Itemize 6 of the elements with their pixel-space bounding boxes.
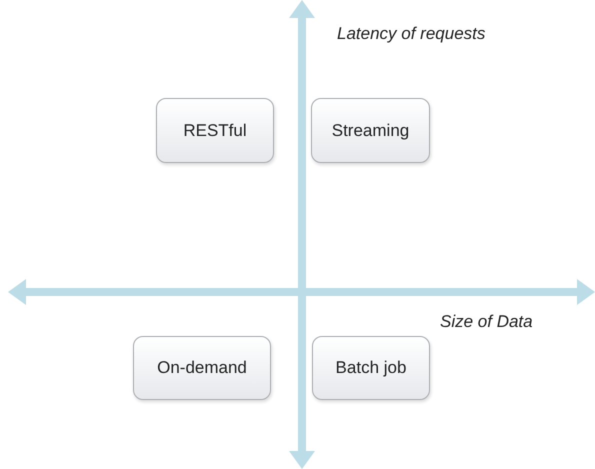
axis-label: Size of Data	[440, 312, 533, 332]
quadrant-box: RESTful	[156, 98, 274, 163]
quadrant-box: On-demand	[133, 336, 271, 400]
axis-label: Latency of requests	[337, 24, 486, 44]
quadrant-box: Streaming	[311, 98, 430, 163]
quadrant-box: Batch job	[312, 336, 430, 400]
